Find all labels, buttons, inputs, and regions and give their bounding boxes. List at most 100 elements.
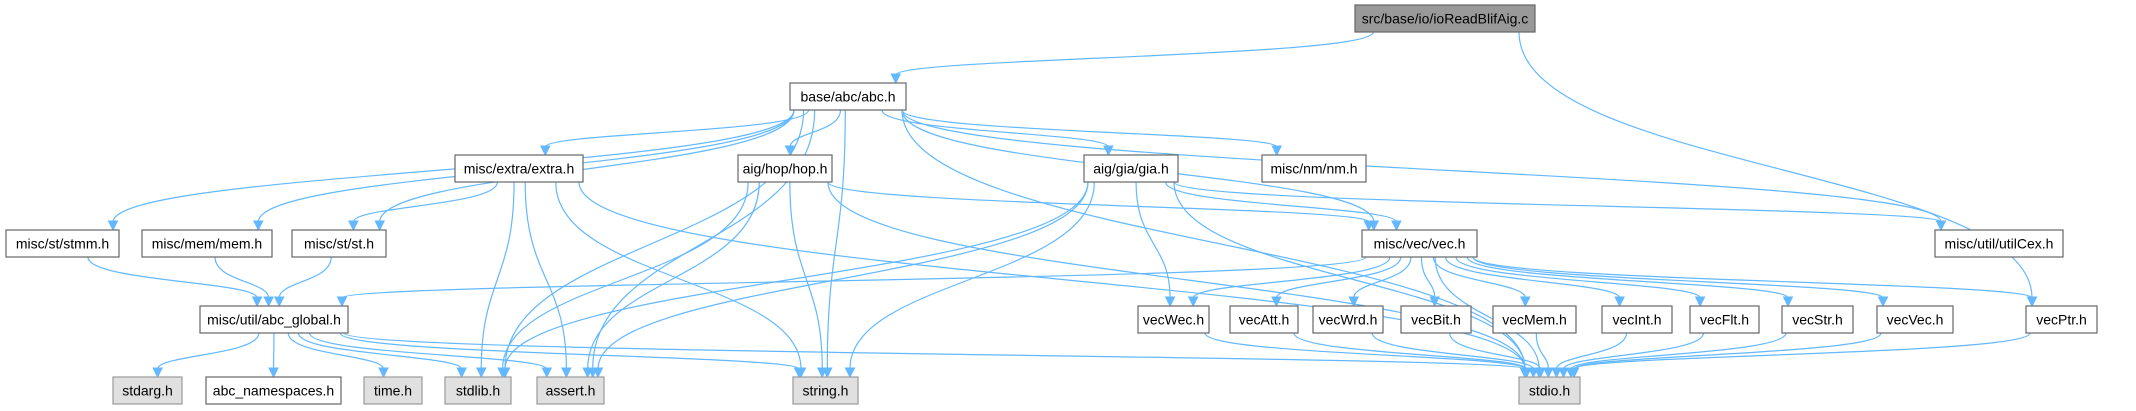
edge-line [1371,332,1534,370]
node-abc[interactable]: base/abc/abc.h [789,82,907,111]
node-extra[interactable]: misc/extra/extra.h [454,154,584,183]
edge-root-to-abc [890,31,1374,85]
node-mem[interactable]: misc/mem/mem.h [141,229,273,258]
edge-hop-to-vec [827,181,1375,232]
edge-vec-to-abc_global [336,256,1367,308]
arrowhead-icon [890,73,902,85]
node-string[interactable]: string.h [792,376,859,405]
node-vecWrd[interactable]: vecWrd.h [1312,305,1384,334]
edge-vec-to-vecFlt [1455,256,1706,308]
node-label: time.h [374,383,412,399]
node-utilCex[interactable]: misc/util/utilCex.h [1934,229,2064,258]
node-label: vecAtt.h [1239,312,1290,328]
edge-line [1165,181,1398,223]
edge-line [789,109,842,148]
node-box [536,376,605,405]
node-label: assert.h [546,383,596,399]
arrowhead-icon [592,367,604,379]
edge-extra-to-st [348,181,498,232]
edge-vec-to-vecStr [1466,256,1794,308]
node-stdarg[interactable]: stdarg.h [112,376,183,405]
edge-hop-to-string [789,181,828,379]
node-box [1137,305,1210,334]
edge-line [895,31,1374,76]
edge-line [1434,256,1540,370]
node-vecBit[interactable]: vecBit.h [1400,305,1472,334]
node-st[interactable]: misc/st/st.h [291,229,387,258]
node-vecAtt[interactable]: vecAtt.h [1229,305,1299,334]
edge-line [1518,31,2033,299]
node-hop[interactable]: aig/hop/hop.h [737,154,833,183]
node-vecWec[interactable]: vecWec.h [1137,305,1210,334]
arrowhead-icon [107,220,119,232]
edge-mem-to-abc_global [214,256,274,308]
edge-gia-to-stdlib [499,181,1089,379]
node-vec[interactable]: misc/vec/vec.h [1361,229,1478,258]
arrowhead-icon [1521,367,1532,379]
arrowhead-icon [1877,296,1889,308]
node-root[interactable]: src/base/io/ioReadBlifAig.c [1354,4,1536,33]
node-nm[interactable]: misc/nm/nm.h [1261,154,1367,183]
node-box [141,229,273,258]
edge-extra-to-stdlib [475,181,515,379]
arrowhead-icon [1348,296,1360,308]
edge-line [544,109,810,148]
edge-line [343,332,1526,370]
arrowhead-icon [1528,367,1539,379]
edge-abc_global-to-stdio [343,332,1531,379]
edge-abc-to-stmm [107,109,795,232]
arrowhead-icon [475,367,487,379]
node-abc_global[interactable]: misc/util/abc_global.h [199,305,349,334]
edge-abc_global-to-time [287,332,389,379]
arrowhead-icon [374,220,386,232]
node-vecVec[interactable]: vecVec.h [1876,305,1954,334]
arrowhead-icon [582,367,593,379]
node-vecStr[interactable]: vecStr.h [1781,305,1854,334]
node-gia[interactable]: aig/gia/gia.h [1083,154,1179,183]
node-vecMem[interactable]: vecMem.h [1492,305,1577,334]
edge-line [480,181,515,370]
arrowhead-icon [1935,220,1947,232]
node-stdlib[interactable]: stdlib.h [444,376,512,405]
node-abc_namespaces[interactable]: abc_namespaces.h [205,376,342,405]
arrowhead-icon [1271,145,1283,157]
edge-abc-to-string [821,109,846,379]
edge-line [1573,332,2031,370]
node-stdio[interactable]: stdio.h [1518,376,1581,405]
edge-line [1562,332,1705,370]
arrowhead-icon [499,367,511,379]
edge-extra-to-assert [524,181,572,379]
node-label: vecWec.h [1143,312,1204,328]
arrowhead-icon [1271,296,1282,308]
edge-line [1293,332,1528,370]
edge-line [501,181,749,370]
arrowhead-icon [541,367,553,379]
edge-line [555,181,802,370]
edge-vecMem-to-stdio [1535,332,1554,379]
arrowhead-icon [844,367,856,379]
node-assert[interactable]: assert.h [536,376,605,405]
edge-line [901,109,1278,148]
edge-line [1353,256,1412,299]
node-box [1261,154,1367,183]
edge-abc-to-extra [540,109,810,157]
edge-line [597,181,1089,370]
node-vecPtr[interactable]: vecPtr.h [2025,305,2098,334]
edge-line [789,181,823,370]
edge-vecFlt-to-stdio [1558,332,1705,379]
arrowhead-icon [1782,296,1794,308]
node-vecFlt[interactable]: vecFlt.h [1689,305,1760,334]
node-box [205,376,342,405]
arrowhead-icon [1164,296,1176,308]
arrowhead-icon [1694,296,1706,308]
node-stmm[interactable]: misc/st/stmm.h [5,229,120,258]
node-vecInt[interactable]: vecInt.h [1601,305,1673,334]
arrowhead-icon [252,220,264,232]
edge-line [1432,256,1526,299]
node-label: aig/hop/hop.h [743,161,828,177]
node-time[interactable]: time.h [363,376,423,405]
edge-abc-to-gia [881,109,1114,157]
edge-line [504,181,1089,370]
edge-vecWec-to-stdio [1204,332,1531,379]
arrowhead-icon [1551,367,1562,379]
